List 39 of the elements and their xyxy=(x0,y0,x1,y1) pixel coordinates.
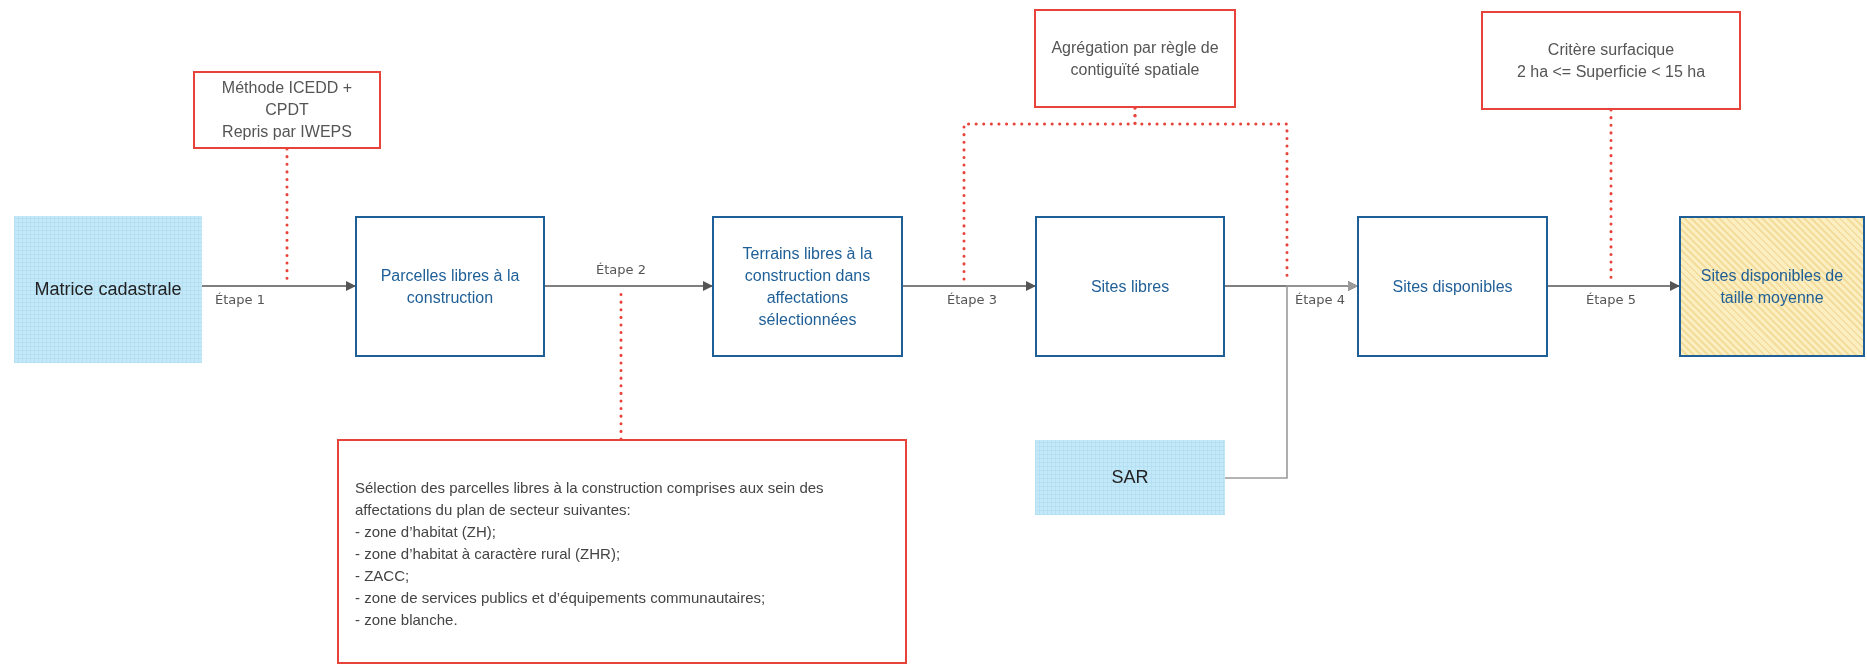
edge-label: Étape 2 xyxy=(594,262,648,278)
arrow xyxy=(544,281,713,291)
process-box xyxy=(712,216,903,357)
annotation-box xyxy=(1481,11,1741,110)
node-text: Sites libres xyxy=(1090,276,1170,297)
node-text: - zone d’habitat (ZH); xyxy=(355,522,496,542)
node-text: 2 ha <= Superficie < 15 ha xyxy=(1516,61,1706,82)
edge-label: Étape 5 xyxy=(1584,292,1638,308)
node-text: Sites disponibles de taille moyenne xyxy=(1699,265,1845,308)
node-text: - zone de services publics et d’équipements communautaires; xyxy=(355,588,766,608)
node-text: - zone blanche. xyxy=(355,610,458,630)
annotation-box xyxy=(337,439,907,664)
node-text: Méthode ICEDD + CPDT xyxy=(220,78,354,120)
edge-label: Étape 1 xyxy=(213,292,267,308)
node-text: Repris par IWEPS xyxy=(222,122,352,142)
arrow xyxy=(902,281,1036,291)
node-text: Parcelles libres à la construction xyxy=(379,265,521,308)
node-text: Sélection des parcelles libres à la construction comprises aux sein des affectations du plan de secteur suivantes: xyxy=(355,478,825,520)
node-text: Agrégation par règle de contiguïté spatiale xyxy=(1050,37,1220,80)
node-text: Critère surfacique xyxy=(1547,39,1675,60)
node-text: Terrains libres à la construction dans affectations sélectionnées xyxy=(741,243,874,330)
process-box xyxy=(1035,216,1225,357)
arrow xyxy=(1547,281,1680,291)
node-text: Sites disponibles xyxy=(1392,276,1513,297)
process-box xyxy=(1357,216,1548,357)
edge-label: Étape 4 xyxy=(1293,292,1347,308)
node-text: SAR xyxy=(1111,466,1149,489)
edge-label: Étape 3 xyxy=(945,292,999,308)
process-box xyxy=(355,216,545,357)
annotation-box xyxy=(193,71,381,149)
arrow xyxy=(201,281,356,291)
data-source-box xyxy=(14,216,202,363)
node-text: - zone d’habitat à caractère rural (ZHR); xyxy=(355,544,621,564)
node-text: - ZACC; xyxy=(355,566,410,586)
annotation-box xyxy=(1034,9,1236,108)
data-source-box xyxy=(1035,440,1225,515)
result-box xyxy=(1679,216,1865,357)
arrow xyxy=(1224,281,1358,479)
node-text: Matrice cadastrale xyxy=(34,278,182,301)
